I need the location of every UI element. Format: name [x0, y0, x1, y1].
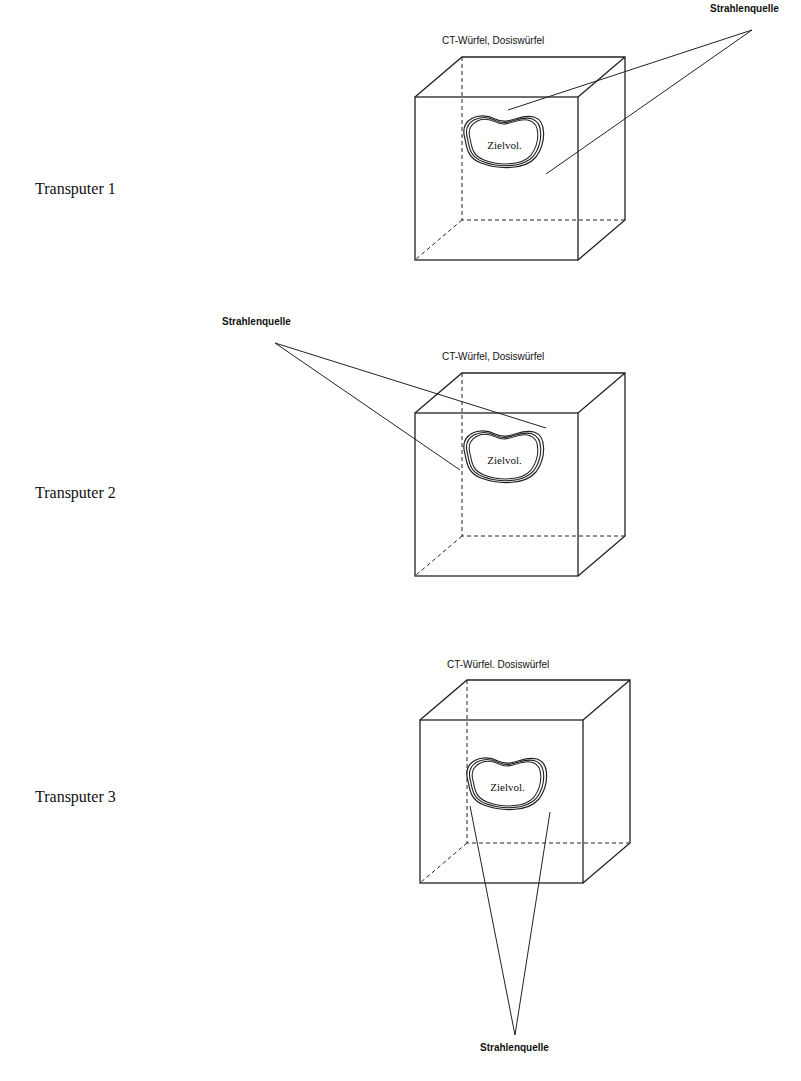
cube-heading: CT-Würfel. Dosiswürfel — [447, 659, 549, 670]
ct-dose-cube: CT-Würfel, DosiswürfelZielvol. — [410, 349, 630, 581]
beam-lines — [508, 30, 752, 174]
processor-label: Transputer 3 — [35, 788, 116, 806]
ct-cube — [415, 373, 625, 576]
ct-dose-cube: CT-Würfel, DosiswürfelZielvol. — [410, 33, 630, 265]
processor-label: Transputer 1 — [35, 180, 116, 198]
ct-dose-cube: CT-Würfel. DosiswürfelZielvol. — [415, 656, 635, 888]
target-volume: Zielvol. — [455, 107, 550, 175]
target-label: Zielvol. — [487, 454, 522, 466]
target-volume: Zielvol. — [458, 749, 553, 817]
target-label: Zielvol. — [490, 781, 525, 793]
radiation-source-label: Strahlenquelle — [222, 316, 291, 327]
target-volume: Zielvol. — [455, 422, 550, 490]
cube-heading: CT-Würfel, Dosiswürfel — [442, 35, 544, 46]
ct-cube — [415, 57, 625, 260]
radiation-source-label: Strahlenquelle — [710, 3, 779, 14]
ct-cube — [420, 680, 630, 883]
beam-lines — [470, 806, 550, 1035]
processor-label: Transputer 2 — [35, 484, 116, 502]
cube-heading: CT-Würfel, Dosiswürfel — [442, 351, 544, 362]
radiation-source-label: Strahlenquelle — [480, 1042, 549, 1053]
target-label: Zielvol. — [487, 139, 522, 151]
